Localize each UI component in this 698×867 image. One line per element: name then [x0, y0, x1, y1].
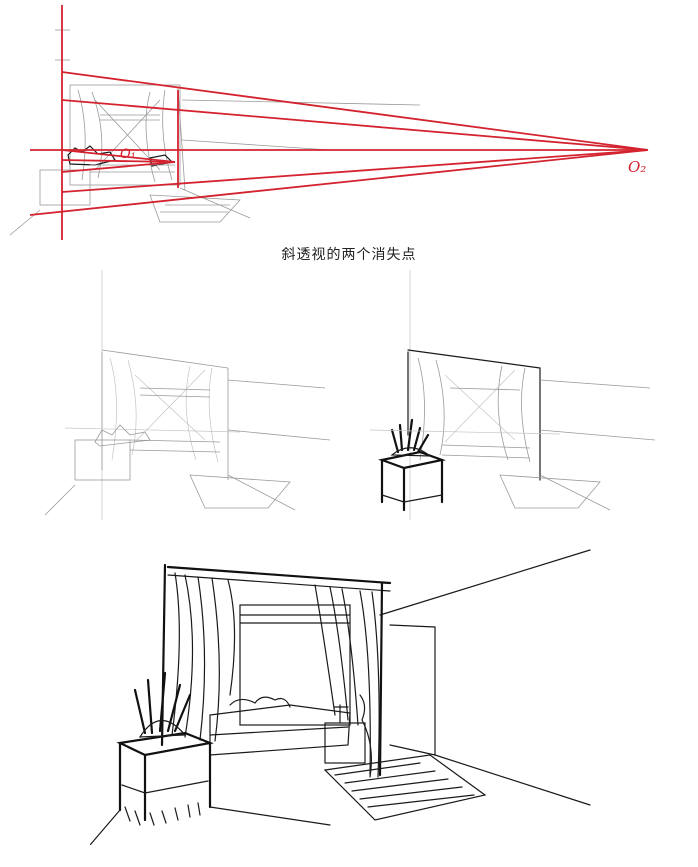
sketch-panel-final-ink [90, 545, 610, 845]
sketch-panel-vanishing-points: O₁ O₂ [0, 0, 698, 240]
pencil-room-sketch [9, 5, 421, 236]
sketch-panel-draft-left [40, 270, 340, 535]
sketch-panel-draft-right [360, 270, 670, 535]
vanishing-point-o2-label: O₂ [628, 158, 646, 176]
inked-side-table-with-plant [116, 671, 214, 826]
red-perspective-guides [29, 5, 649, 240]
figure-caption: 斜透视的两个消失点 [281, 247, 417, 263]
inked-side-table [378, 418, 446, 512]
vanishing-point-o1-label: O₁ [120, 147, 136, 162]
